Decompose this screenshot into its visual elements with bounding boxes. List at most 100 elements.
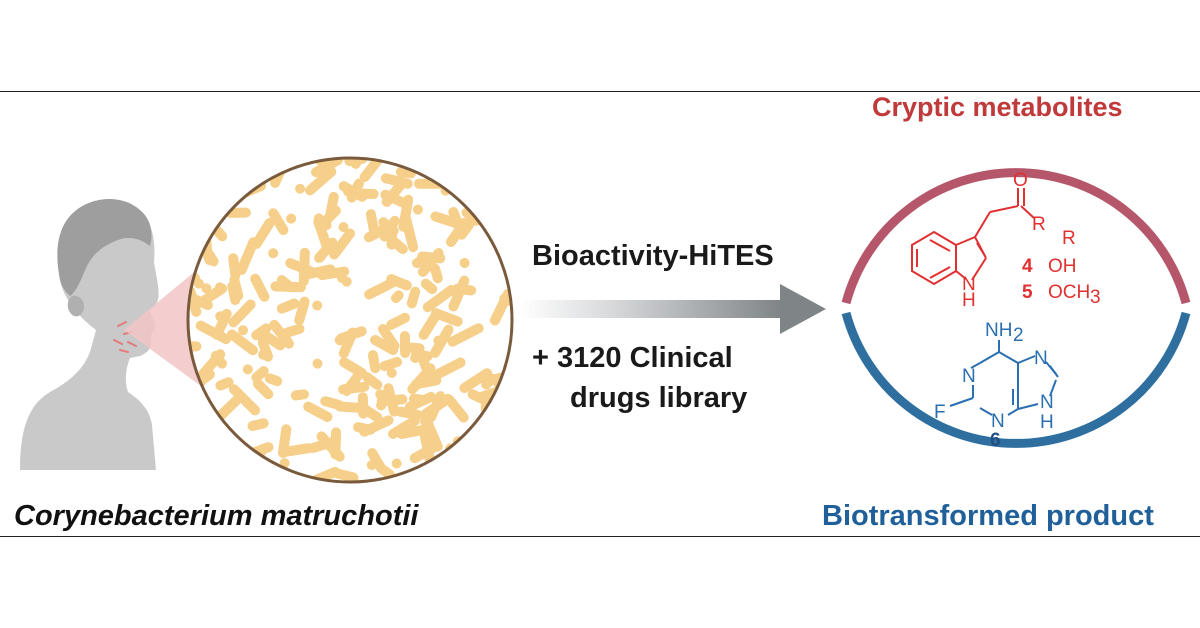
library-label-line2: drugs library — [570, 382, 748, 414]
rod-bacterium — [276, 298, 300, 314]
rod-bacterium — [338, 381, 370, 395]
rod-bacterium — [277, 424, 292, 458]
rod-bacterium — [444, 394, 469, 423]
rod-bacterium — [228, 299, 256, 328]
rod-bacterium — [215, 377, 234, 391]
rod-bacterium — [448, 207, 465, 234]
rod-bacterium — [391, 293, 401, 304]
purine-n1-label: N — [962, 366, 976, 387]
cryptic-arc — [841, 168, 1191, 305]
rod-bacterium — [448, 275, 470, 312]
rod-bacterium — [258, 349, 269, 360]
rod-bacterium — [238, 325, 248, 336]
rod-bacterium — [251, 218, 275, 249]
indole-labels: O R N H R 4 OH 5 OCH 3 — [962, 170, 1101, 311]
rod-bacterium — [315, 251, 326, 262]
process-arrow — [520, 284, 826, 334]
rod-bacterium — [391, 458, 402, 469]
rod-bacterium — [399, 342, 425, 354]
rod-bacterium — [418, 310, 441, 340]
rod-bacterium — [388, 415, 420, 439]
rod-bacterium — [303, 466, 341, 482]
rod-bacterium — [303, 401, 333, 422]
rod-bacterium — [286, 213, 297, 224]
rod-bacterium — [264, 373, 283, 387]
compound-4-r: OH — [1048, 256, 1077, 277]
rod-bacterium — [406, 286, 421, 309]
rod-bacterium — [499, 293, 512, 311]
rod-bacterium — [313, 213, 332, 231]
rod-bacterium — [260, 330, 286, 351]
r-table-header: R — [1062, 228, 1076, 249]
rod-bacterium — [250, 273, 270, 302]
rod-bacterium — [201, 283, 212, 294]
rod-bacterium — [215, 311, 226, 322]
compound-6-number: 6 — [990, 430, 1001, 451]
rod-bacterium — [294, 296, 310, 326]
fluorine-label: F — [934, 402, 946, 423]
method-label: Bioactivity-HiTES — [532, 240, 774, 272]
rod-bacterium — [362, 372, 383, 390]
rod-bacterium — [350, 158, 375, 169]
rod-bacterium — [242, 364, 253, 375]
rod-bacterium — [407, 363, 436, 395]
indole-n-label: N — [962, 274, 976, 295]
compound-5-number: 5 — [1022, 282, 1033, 303]
rod-bacterium — [290, 389, 309, 401]
biotransformed-arc — [841, 311, 1191, 448]
rod-bacterium — [379, 356, 403, 372]
rod-bacterium — [341, 276, 352, 287]
rod-bacteria-icon — [188, 158, 512, 482]
rod-bacterium — [432, 357, 466, 380]
rod-bacterium — [304, 166, 337, 196]
purine-n9-label: N — [1040, 392, 1054, 413]
rod-bacterium — [396, 424, 430, 439]
rod-bacterium — [376, 394, 408, 407]
rod-bacterium — [253, 378, 274, 400]
rod-bacterium — [363, 221, 393, 243]
rod-bacterium — [308, 435, 341, 454]
compound-4-number: 4 — [1022, 256, 1033, 277]
cryptic-metabolites-title: Cryptic metabolites — [872, 92, 1123, 122]
rod-bacterium — [269, 319, 294, 349]
rod-bacterium — [338, 222, 349, 233]
rod-bacterium — [228, 384, 261, 416]
rod-bacterium — [447, 323, 484, 347]
rod-bacterium — [389, 236, 408, 255]
biotransformed-product-title: Biotransformed product — [822, 500, 1154, 532]
rod-bacterium — [430, 263, 443, 284]
rod-bacterium — [195, 228, 206, 238]
rod-bacterium — [316, 266, 350, 281]
amine-label: NH — [985, 320, 1012, 341]
rod-bacterium — [357, 158, 368, 164]
purine-labels: NH 2 N N N N H F 6 — [934, 320, 1054, 451]
rod-bacterium — [247, 418, 269, 432]
rod-bacterium — [228, 253, 241, 281]
top-rule — [0, 91, 1200, 92]
rod-bacterium — [198, 283, 228, 307]
rod-bacterium — [398, 475, 416, 482]
species-name: Corynebacterium matruchotii — [14, 500, 419, 532]
purine-n3-label: N — [991, 411, 1005, 432]
carbonyl-oxygen-label: O — [1013, 170, 1028, 191]
rod-bacterium — [251, 323, 272, 341]
rod-bacterium — [346, 178, 365, 203]
rod-bacterium — [420, 278, 438, 295]
rod-bacterium — [404, 391, 437, 412]
rod-bacterium — [385, 390, 396, 401]
amine-subscript: 2 — [1013, 325, 1024, 346]
rod-bacterium — [417, 251, 446, 264]
human-head-profile-icon — [20, 198, 159, 470]
bottom-rule — [0, 536, 1200, 537]
rod-bacterium — [312, 300, 323, 311]
purine-structure — [949, 340, 1059, 416]
rod-bacterium — [386, 312, 410, 330]
rod-bacterium — [268, 248, 279, 259]
purine-n9-h-label: H — [1040, 412, 1054, 433]
library-label-line1: + 3120 Clinical — [532, 342, 733, 374]
rod-bacterium — [357, 392, 369, 419]
rod-bacterium — [353, 422, 376, 435]
rod-bacterium — [326, 238, 337, 249]
rod-bacterium — [378, 324, 400, 352]
rod-bacterium — [412, 204, 423, 215]
